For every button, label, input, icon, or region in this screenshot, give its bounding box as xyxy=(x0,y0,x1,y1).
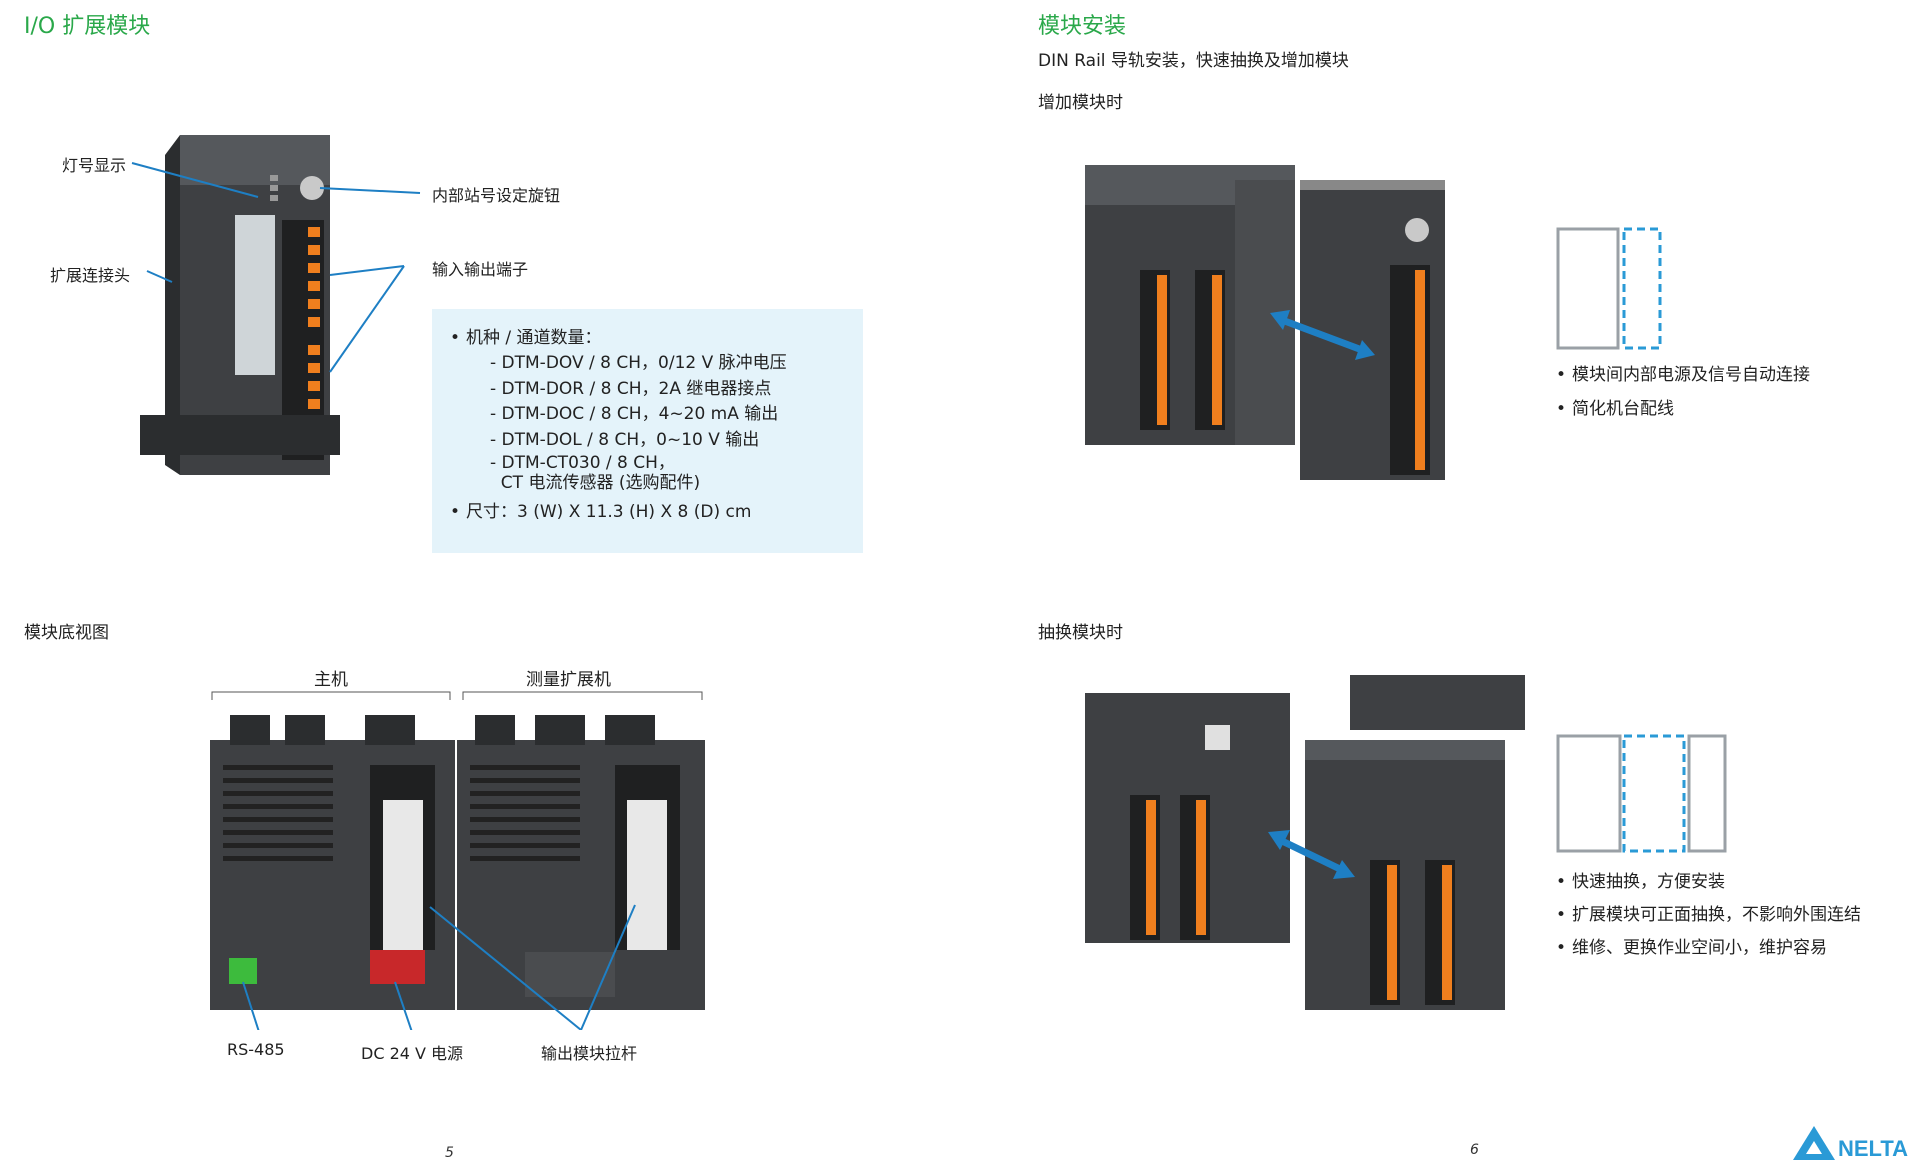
model-item: - DTM-DOL / 8 CH，0~10 V 输出 xyxy=(490,429,760,450)
delta-logo: NELTA xyxy=(1790,1122,1915,1162)
add-module-schematic xyxy=(1556,227,1662,350)
swap-bullet-item: 快速抽换，方便安装 xyxy=(1556,869,1861,895)
page-title-module-install: 模块安装 xyxy=(1038,14,1127,39)
callout-lines xyxy=(131,162,421,373)
callout-led-display: 灯号显示 xyxy=(62,156,127,175)
add-module-title: 增加模块时 xyxy=(1038,93,1123,113)
page-title-io-module: I/O 扩展模块 xyxy=(24,14,151,39)
bottom-view-title: 模块底视图 xyxy=(24,623,109,643)
add-module-bullets: 模块间内部电源及信号自动连接 简化机台配线 xyxy=(1556,362,1810,422)
callout-rotary-switch: 内部站号设定旋钮 xyxy=(432,186,561,205)
delta-triangle-icon: NELTA xyxy=(1793,1126,1908,1161)
swap-module-title: 抽换模块时 xyxy=(1038,623,1123,643)
delta-wordmark: NELTA xyxy=(1838,1136,1908,1161)
model-item: - DTM-DOR / 8 CH，2A 继电器接点 xyxy=(490,378,772,399)
label-output-lever: 输出模块拉杆 xyxy=(541,1044,638,1063)
label-rs485: RS-485 xyxy=(227,1040,285,1059)
swap-module-schematic xyxy=(1556,734,1727,853)
bottom-view-photo xyxy=(210,691,705,1030)
model-item: - DTM-CT030 / 8 CH， xyxy=(490,453,675,474)
add-module-photo xyxy=(1085,165,1445,480)
spec-info-box: 机种 / 通道数量： - DTM-DOV / 8 CH，0/12 V 脉冲电压 … xyxy=(432,309,863,553)
swap-module-bullets: 快速抽换，方便安装 扩展模块可正面抽换，不影响外围连结 维修、更换作业空间小，维… xyxy=(1556,869,1861,961)
model-item: - DTM-DOV / 8 CH，0/12 V 脉冲电压 xyxy=(490,353,787,373)
install-subtitle: DIN Rail 导轨安装，快速抽换及增加模块 xyxy=(1038,51,1349,71)
page-number-left: 5 xyxy=(445,1145,454,1161)
callout-io-terminal: 输入输出端子 xyxy=(432,260,529,279)
swap-module-photo xyxy=(1085,675,1525,1010)
model-list: - DTM-DOV / 8 CH，0/12 V 脉冲电压 - DTM-DOR /… xyxy=(432,351,863,493)
models-heading: 机种 / 通道数量： xyxy=(450,325,863,351)
swap-bullet-item: 维修、更换作业空间小，维护容易 xyxy=(1556,935,1861,961)
swap-bullet-item: 扩展模块可正面抽换，不影响外围连结 xyxy=(1556,902,1861,928)
callout-ext-connector: 扩展连接头 xyxy=(50,266,131,285)
size-spec: 尺寸：3 (W) X 11.3 (H) X 8 (D) cm xyxy=(450,499,863,525)
label-ext-unit: 测量扩展机 xyxy=(526,670,611,690)
add-bullet-item: 模块间内部电源及信号自动连接 xyxy=(1556,362,1810,388)
io-module-photo xyxy=(140,135,340,475)
label-main-unit: 主机 xyxy=(314,670,348,690)
model-item: - DTM-DOC / 8 CH，4~20 mA 输出 xyxy=(490,404,779,425)
model-item: CT 电流传感器 (选购配件) xyxy=(490,473,701,494)
label-dc24v: DC 24 V 电源 xyxy=(361,1044,464,1063)
add-bullet-item: 简化机台配线 xyxy=(1556,396,1810,422)
page-number-right: 6 xyxy=(1470,1142,1479,1158)
